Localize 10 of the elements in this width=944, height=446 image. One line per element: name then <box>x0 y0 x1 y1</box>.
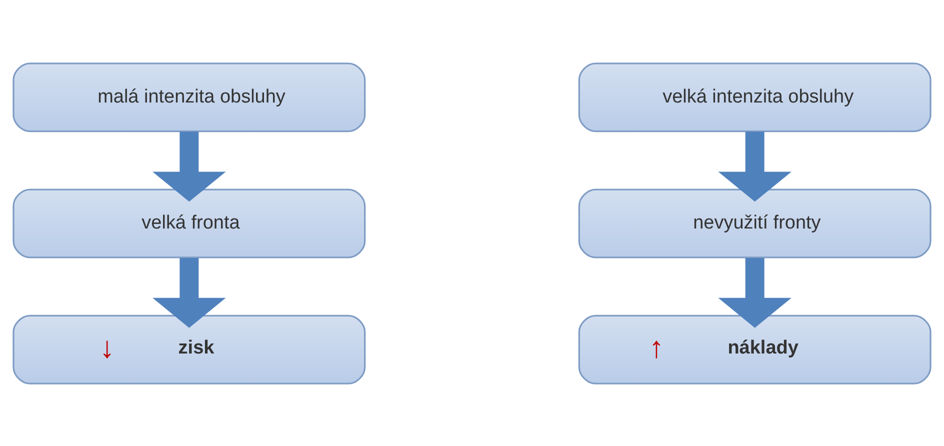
node-box: ↑ náklady <box>578 314 932 384</box>
node-box: velká intenzita obsluhy <box>578 62 932 132</box>
arrow <box>718 131 792 202</box>
node-box: malá intenzita obsluhy <box>12 62 366 132</box>
node-box: nevyužití fronty <box>578 188 932 258</box>
arrow <box>718 257 792 328</box>
node-box: velká fronta <box>12 188 366 258</box>
arrow <box>152 131 226 202</box>
arrow <box>152 257 226 328</box>
node-box: ↓ zisk <box>12 314 366 384</box>
